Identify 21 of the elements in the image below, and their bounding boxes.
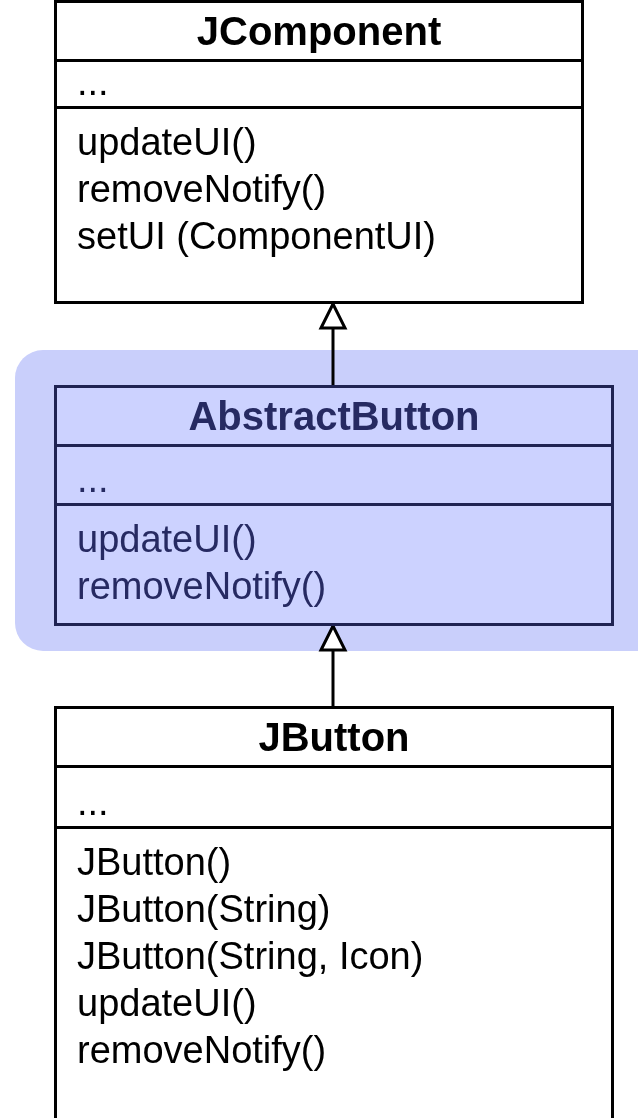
attribute-text: ... (77, 60, 109, 105)
class-name: JButton (257, 714, 411, 761)
method-text: JButton(String, Icon) (77, 934, 424, 979)
attribute-text: ... (77, 457, 109, 502)
method-text: updateUI() (77, 981, 257, 1026)
method-text: JButton() (77, 840, 232, 885)
inheritance-arrow (319, 624, 347, 706)
method-text: updateUI() (77, 517, 257, 562)
class-name: JComponent (195, 8, 443, 55)
class-name: AbstractButton (187, 393, 481, 440)
class-box (54, 385, 614, 626)
inheritance-arrow (319, 302, 347, 385)
method-text: removeNotify() (77, 564, 327, 609)
method-text: updateUI() (77, 120, 257, 165)
method-text: removeNotify() (77, 167, 327, 212)
attribute-text: ... (77, 780, 109, 825)
method-text: setUI (ComponentUI) (77, 214, 436, 259)
method-text: removeNotify() (77, 1028, 327, 1073)
class-box (54, 706, 614, 1118)
class-box (54, 0, 584, 304)
method-text: JButton(String) (77, 887, 331, 932)
